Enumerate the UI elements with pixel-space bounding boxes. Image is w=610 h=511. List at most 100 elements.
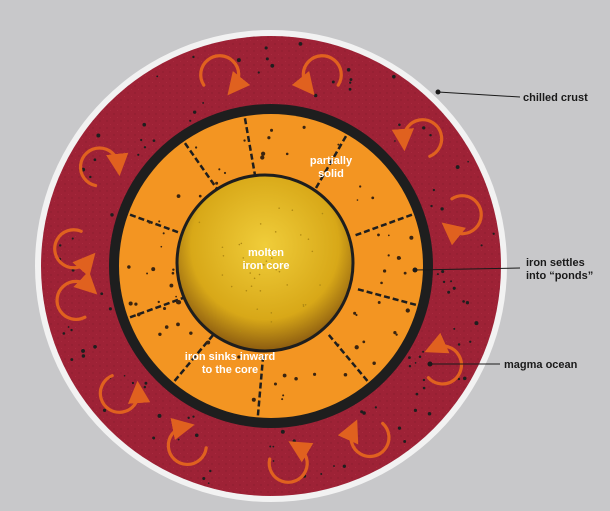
core-speck xyxy=(271,249,273,252)
iron-droplet xyxy=(272,445,275,448)
iron-droplet xyxy=(175,295,177,298)
iron-droplet xyxy=(189,119,192,122)
iron-droplet xyxy=(264,46,268,50)
iron-droplet xyxy=(342,464,347,468)
circular-arrow-icon xyxy=(424,332,464,386)
iron-droplet xyxy=(71,237,74,240)
iron-droplet xyxy=(207,482,210,484)
iron-droplet xyxy=(96,133,101,138)
iron-droplet xyxy=(292,439,296,443)
iron-droplet xyxy=(285,152,289,156)
iron-droplet xyxy=(137,153,140,156)
iron-droplet xyxy=(176,300,182,305)
iron-droplet xyxy=(432,188,436,192)
core-speck xyxy=(238,243,241,246)
circular-arrow-icon xyxy=(391,118,444,158)
iron-droplet xyxy=(343,372,348,377)
iron-droplet xyxy=(140,138,143,142)
iron-droplet xyxy=(162,232,165,235)
iron-droplet xyxy=(427,411,432,416)
iron-droplet xyxy=(223,171,227,175)
core-speck xyxy=(274,231,277,233)
iron-droplet xyxy=(356,199,359,201)
iron-droplet xyxy=(418,355,422,359)
iron-droplet xyxy=(422,350,425,353)
core-speck xyxy=(221,246,224,249)
iron-droplet xyxy=(102,408,107,413)
iron-droplet xyxy=(194,433,199,438)
core-speck xyxy=(304,303,307,306)
iron-droplet xyxy=(359,185,362,188)
iron-droplet xyxy=(462,376,467,381)
iron-droplet xyxy=(84,278,87,281)
iron-droplet xyxy=(157,300,160,304)
core-speck xyxy=(256,308,259,310)
iron-droplet xyxy=(457,377,461,381)
iron-droplet xyxy=(320,174,323,177)
iron-droplet xyxy=(146,272,149,275)
circular-arrow-icon xyxy=(267,441,314,484)
iron-droplet xyxy=(58,244,62,247)
iron-droplet xyxy=(251,397,256,402)
iron-droplet xyxy=(89,175,92,179)
core-speck xyxy=(265,260,268,262)
iron-droplet xyxy=(282,394,285,397)
iron-droplet xyxy=(136,312,141,317)
iron-droplet xyxy=(422,126,426,130)
core-speck xyxy=(302,305,305,308)
label-molten-core-1: molten xyxy=(248,247,284,259)
iron-droplet xyxy=(387,254,390,257)
iron-droplet xyxy=(70,358,74,361)
iron-droplet xyxy=(108,307,112,311)
iron-droplet xyxy=(408,365,412,368)
iron-droplet xyxy=(398,123,401,127)
iron-droplet xyxy=(453,327,456,330)
label-iron-sinks-2: to the core xyxy=(202,364,258,376)
label-magma-ocean: magma ocean xyxy=(504,359,578,371)
core-speck xyxy=(307,238,310,241)
circular-arrow-icon xyxy=(78,146,129,188)
iron-droplet xyxy=(172,268,175,271)
core-speck xyxy=(299,234,302,236)
leader-dot-chilled-crust xyxy=(435,89,441,95)
circular-arrow-icon xyxy=(291,54,343,96)
iron-droplet xyxy=(354,345,359,350)
iron-droplet xyxy=(372,361,376,365)
core-speck xyxy=(319,284,321,286)
iron-droplet xyxy=(436,273,439,276)
iron-droplet xyxy=(382,269,387,273)
iron-droplet xyxy=(462,300,465,303)
iron-droplet xyxy=(218,168,221,171)
iron-crack xyxy=(255,355,265,424)
iron-droplet xyxy=(302,125,306,129)
iron-droplet xyxy=(81,348,86,353)
label-chilled-crust: chilled crust xyxy=(523,92,588,104)
iron-droplet xyxy=(474,321,479,326)
iron-droplet xyxy=(394,140,396,142)
iron-droplet xyxy=(176,322,180,327)
iron-droplet xyxy=(422,386,426,390)
circular-arrow-icon xyxy=(166,417,208,466)
iron-droplet xyxy=(257,71,260,74)
iron-droplet xyxy=(422,378,426,382)
iron-droplet xyxy=(349,78,353,82)
core-speck xyxy=(291,209,294,212)
iron-droplet xyxy=(346,67,351,72)
iron-droplet xyxy=(151,267,156,272)
iron-droplet xyxy=(194,146,198,149)
iron-droplet xyxy=(62,332,66,335)
iron-droplet xyxy=(273,382,277,386)
iron-droplet xyxy=(395,333,398,336)
iron-droplet xyxy=(70,328,73,332)
iron-crack xyxy=(327,334,374,388)
core-speck xyxy=(278,270,281,273)
iron-crack xyxy=(357,288,424,309)
label-iron-settles-2: into “ponds” xyxy=(526,270,593,282)
iron-droplet xyxy=(457,343,461,346)
iron-droplet xyxy=(237,355,241,359)
iron-droplet xyxy=(267,136,271,140)
iron-droplet xyxy=(171,271,175,275)
iron-droplet xyxy=(313,93,318,98)
iron-droplet xyxy=(157,413,162,418)
leader-dot-iron-settles xyxy=(412,267,418,273)
